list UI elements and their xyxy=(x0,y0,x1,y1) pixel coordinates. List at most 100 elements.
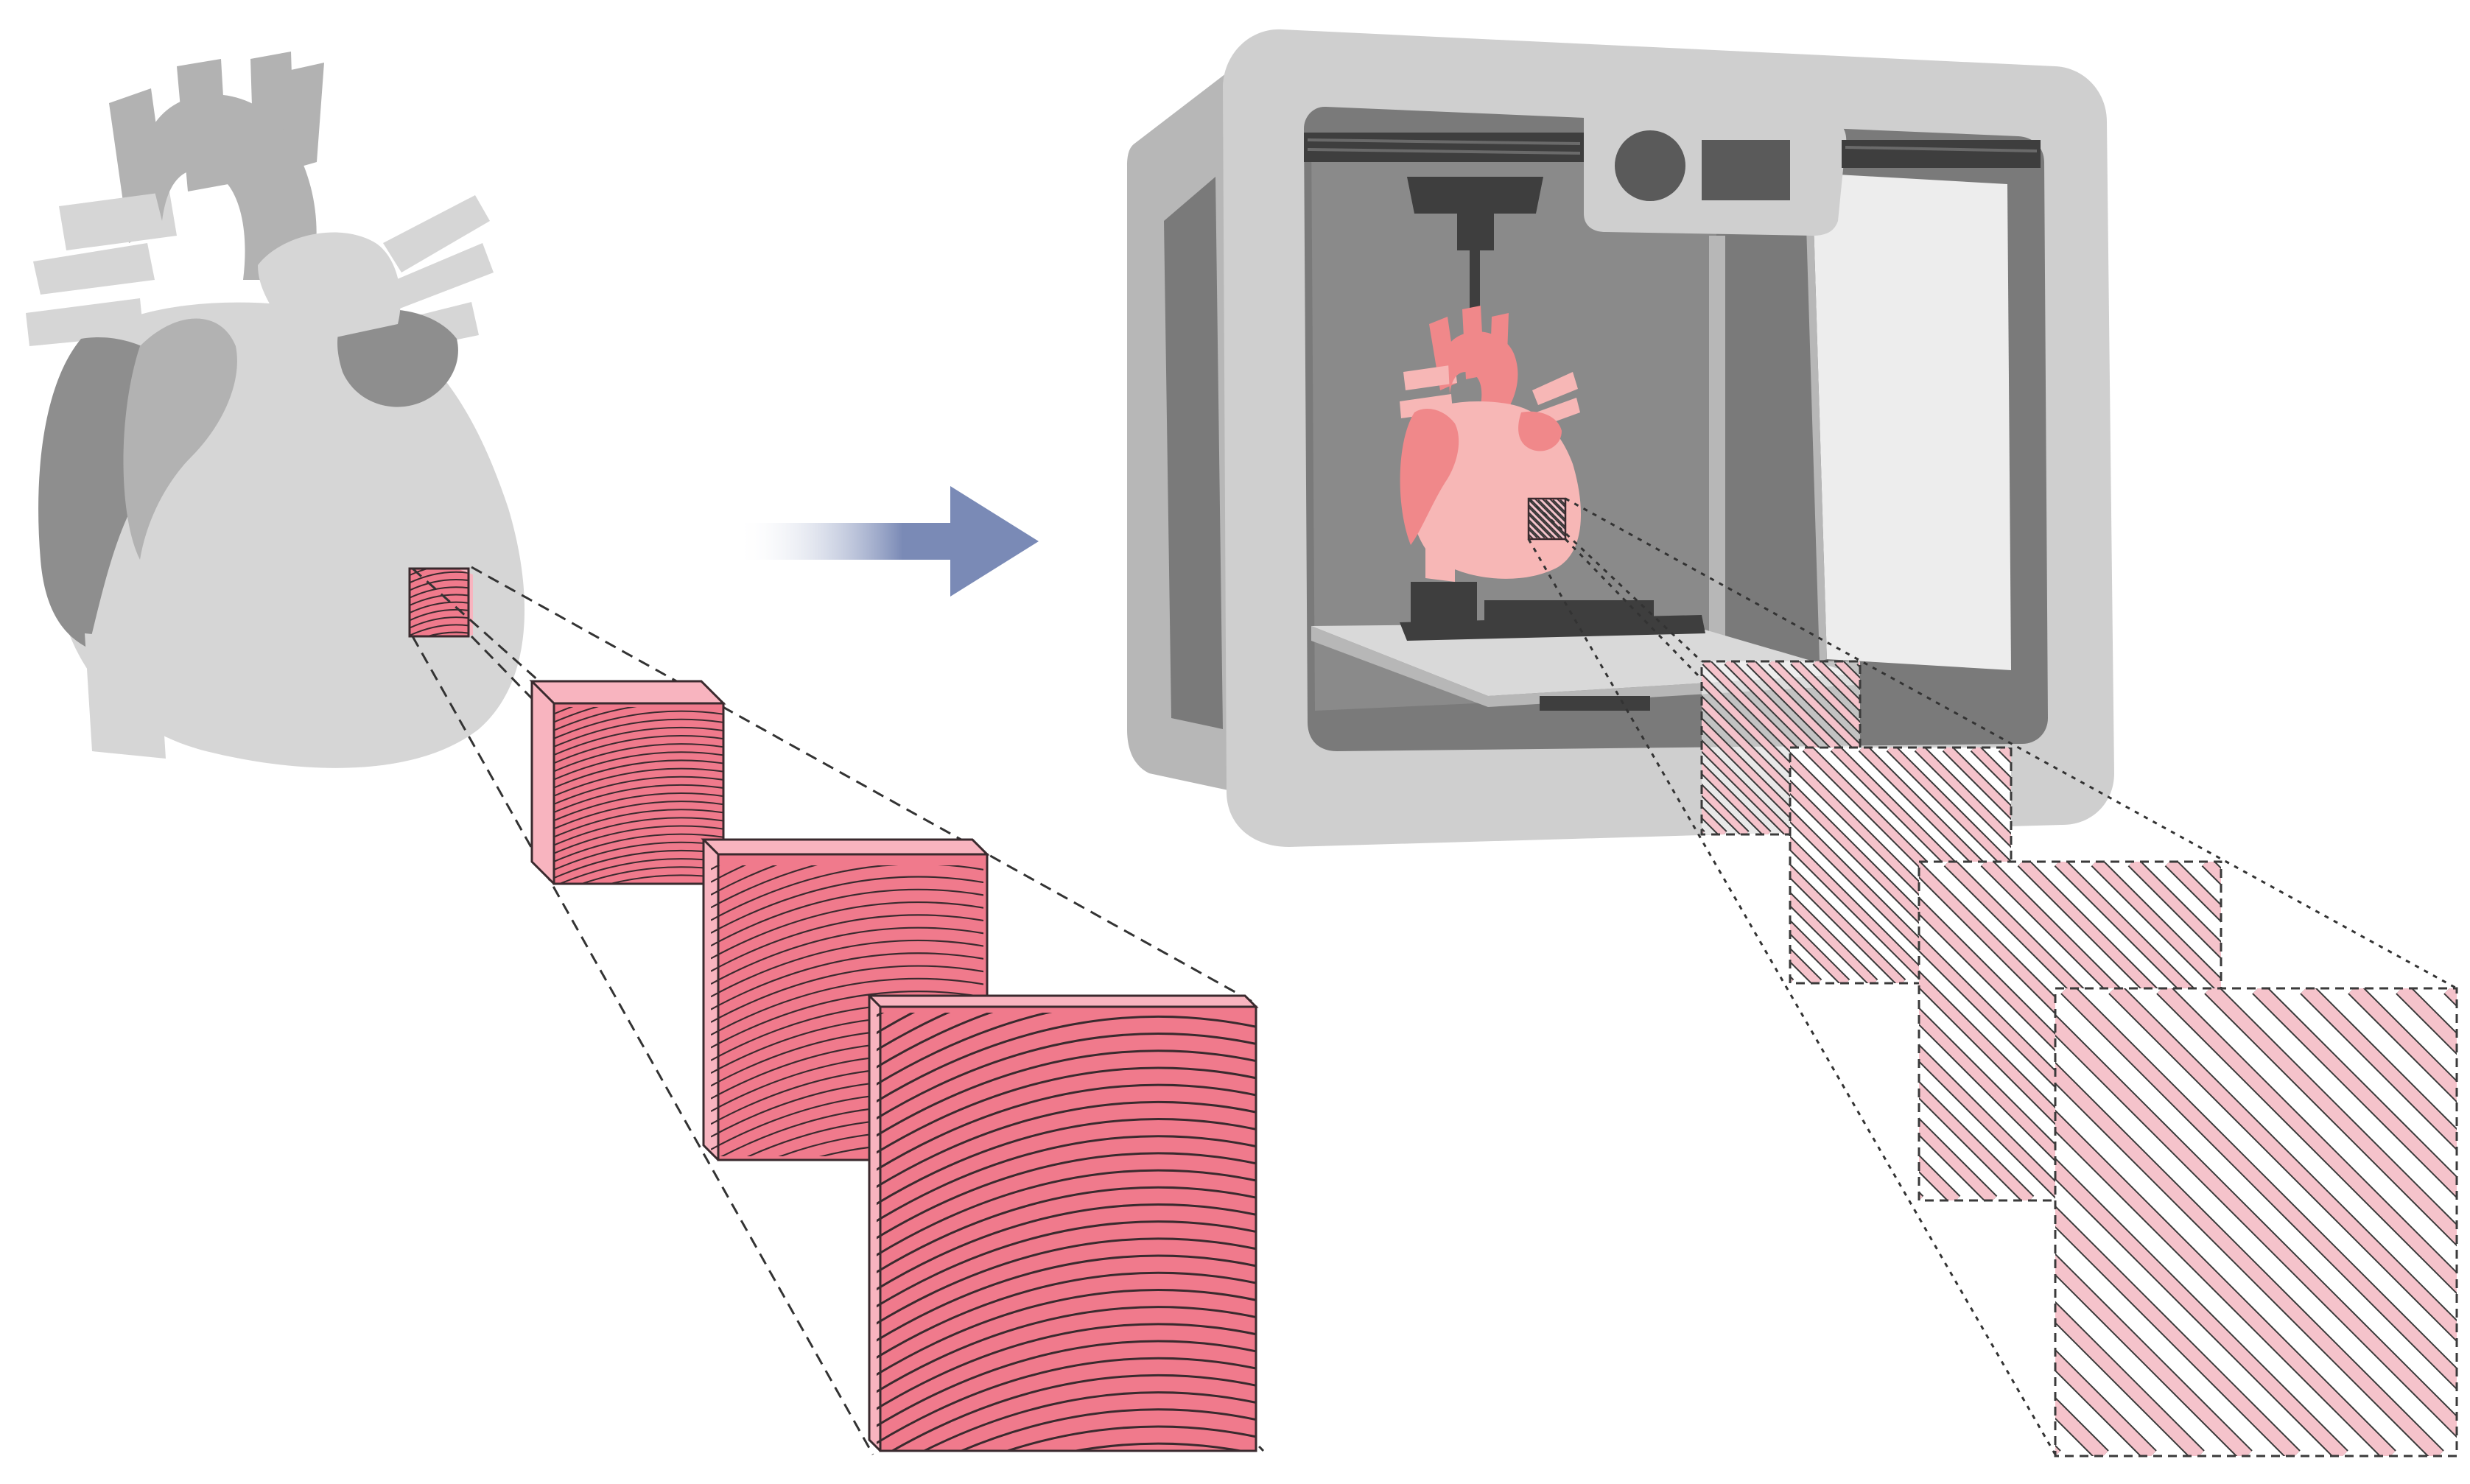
3d-printer-icon xyxy=(1127,29,2114,847)
muscle-fiber xyxy=(877,1100,1256,1189)
muscle-fiber xyxy=(877,1135,1256,1223)
muscle-fiber xyxy=(877,1013,951,1052)
muscle-fiber xyxy=(877,1237,1256,1325)
muscle-fiber xyxy=(554,707,638,731)
scaffold-strut xyxy=(2061,988,2457,1388)
right-arrow-icon xyxy=(737,486,1039,597)
muscle-fiber xyxy=(711,952,983,1010)
muscle-fiber xyxy=(711,888,983,947)
scaffold-sample-marker xyxy=(1527,497,1567,541)
muscle-fiber xyxy=(877,1118,1256,1206)
scaffold-strut xyxy=(1702,785,1749,834)
muscle-fiber xyxy=(554,759,723,789)
bioprinted-myocardium-panel xyxy=(1127,29,2470,1457)
scaffold-strut xyxy=(1702,763,1771,834)
muscle-fiber xyxy=(877,1323,1256,1410)
muscle-fiber xyxy=(711,865,818,909)
muscle-fiber xyxy=(554,784,723,814)
scaffold-strut xyxy=(1919,1083,2033,1200)
muscle-fiber xyxy=(554,833,723,863)
muscle-fiber xyxy=(711,901,983,960)
scaffold-strut xyxy=(1702,719,1815,834)
muscle-fiber xyxy=(877,1289,1256,1376)
muscle-fiber xyxy=(877,1152,1256,1239)
tissue-sample-marker xyxy=(408,567,473,638)
muscle-fiber xyxy=(877,1169,1256,1256)
scaffold-strut xyxy=(1919,1046,2070,1200)
muscle-fiber xyxy=(877,1306,1256,1393)
scaffold-strut xyxy=(2157,988,2457,1293)
muscle-fiber xyxy=(554,817,723,846)
muscle-fiber xyxy=(554,707,599,723)
scaffold-strut xyxy=(1791,661,1860,733)
muscle-fiber xyxy=(877,1083,1256,1171)
scaffold-strut xyxy=(1529,515,1552,539)
scaffold-strut xyxy=(2055,1303,2204,1456)
muscle-fiber xyxy=(877,1271,1256,1360)
muscle-fiber xyxy=(554,792,723,822)
muscle-fiber xyxy=(1003,1425,1256,1451)
muscle-fiber xyxy=(877,1066,1256,1154)
muscle-fiber xyxy=(711,876,983,934)
muscle-fiber xyxy=(890,1374,1256,1451)
scaffold-strut xyxy=(1529,500,1565,539)
muscle-fiber xyxy=(711,865,778,896)
scaffold-strut-outline xyxy=(2464,862,2470,1200)
muscle-fiber xyxy=(711,965,983,1023)
scaffold-strut xyxy=(1531,499,1565,534)
muscle-fiber xyxy=(711,991,983,1049)
muscle-fiber xyxy=(922,1391,1256,1451)
muscle-fiber xyxy=(877,1357,1256,1445)
scaffold-layer-4 xyxy=(2054,987,2458,1457)
scaffold-strut xyxy=(2055,1159,2348,1456)
muscle-fiber xyxy=(554,801,723,830)
muscle-fiber xyxy=(554,751,723,781)
tissue-cube-small xyxy=(529,680,726,885)
scaffold-strut xyxy=(2301,988,2457,1149)
muscle-fiber xyxy=(877,1013,994,1069)
scaffold-strut xyxy=(2055,1255,2252,1456)
muscle-fiber xyxy=(554,809,723,838)
muscle-fiber xyxy=(711,865,983,921)
muscle-fiber xyxy=(877,1015,1256,1103)
muscle-fiber xyxy=(877,1186,1256,1274)
scaffold-strut xyxy=(2129,862,2221,957)
muscle-fiber xyxy=(554,743,723,773)
muscle-fiber xyxy=(873,1460,1263,1484)
muscle-fiber xyxy=(877,1220,1256,1308)
scaffold-strut xyxy=(2198,748,2434,983)
muscle-fiber xyxy=(877,1340,1256,1427)
heart-anatomy-icon xyxy=(26,52,525,768)
scaffold-strut xyxy=(2205,988,2457,1245)
scaffold-strut xyxy=(1915,748,2011,846)
muscle-fiber xyxy=(711,914,983,972)
scaffold-strut xyxy=(2055,1111,2396,1456)
scaffold-strut xyxy=(1813,661,1860,711)
muscle-fiber xyxy=(711,926,983,985)
scaffold-strut xyxy=(1919,1119,1996,1200)
muscle-fiber xyxy=(711,939,983,998)
muscle-fiber xyxy=(554,825,723,854)
scaffold-strut xyxy=(2348,988,2457,1101)
muscle-fiber xyxy=(554,726,723,756)
scaffold-strut xyxy=(2464,862,2470,1200)
scaffold-strut xyxy=(1529,507,1559,539)
muscle-fiber xyxy=(554,776,723,806)
scaffold-strut xyxy=(2092,862,2221,994)
muscle-fiber xyxy=(554,735,723,764)
scaffold-strut xyxy=(2055,862,2221,1031)
scaffold-strut xyxy=(2109,988,2457,1340)
muscle-fiber xyxy=(877,1049,1256,1137)
scaffold-strut xyxy=(1538,499,1565,527)
scaffold-strut-outline xyxy=(2198,748,2434,983)
muscle-fiber xyxy=(877,1033,1256,1120)
scaffold-strut-outline xyxy=(2226,748,2462,983)
scaffold-strut xyxy=(1553,499,1565,512)
scaffold-strut xyxy=(1790,837,1933,983)
scaffold-strut xyxy=(2253,988,2457,1197)
muscle-fiber xyxy=(554,707,574,715)
scaffold-strut xyxy=(1943,748,2011,818)
scaffold-strut xyxy=(2055,1207,2300,1456)
scaffold-strut xyxy=(1919,1009,2107,1200)
